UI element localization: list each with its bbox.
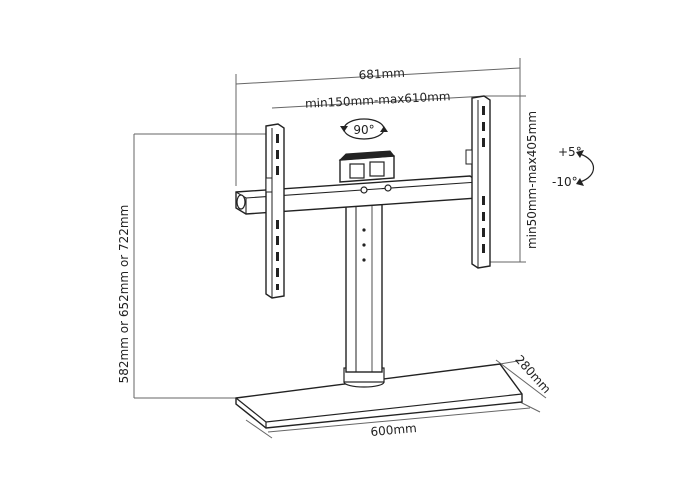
height-label: 582mm or 652mm or 722mm: [117, 205, 131, 384]
overall-width-label: 681mm: [358, 66, 405, 82]
base-plate: [235, 363, 523, 429]
tilt-up-label: +5°: [558, 145, 582, 159]
overall-width-dimension-line: [235, 67, 521, 85]
base-depth-dimension-line: [495, 359, 547, 399]
tilt-arrow-icon: [576, 150, 595, 186]
base-width-dimension-line: [267, 407, 531, 433]
tilt-bracket: [338, 150, 395, 183]
vesa-width-dimension-line: [271, 95, 487, 109]
tilt-down-label: -10°: [552, 175, 578, 189]
right-vesa-bracket: [265, 95, 491, 269]
left-vesa-bracket: [265, 123, 285, 299]
swivel-label: 90°: [353, 123, 374, 137]
vesa-width-label: min150mm-max610mm: [305, 89, 451, 111]
base-width-label: 600mm: [370, 421, 417, 439]
vesa-height-label: min50mm-max405mm: [525, 111, 539, 249]
swivel-arrow-icon: [340, 118, 388, 140]
column: [343, 191, 385, 388]
dimension-lines: [133, 58, 547, 439]
